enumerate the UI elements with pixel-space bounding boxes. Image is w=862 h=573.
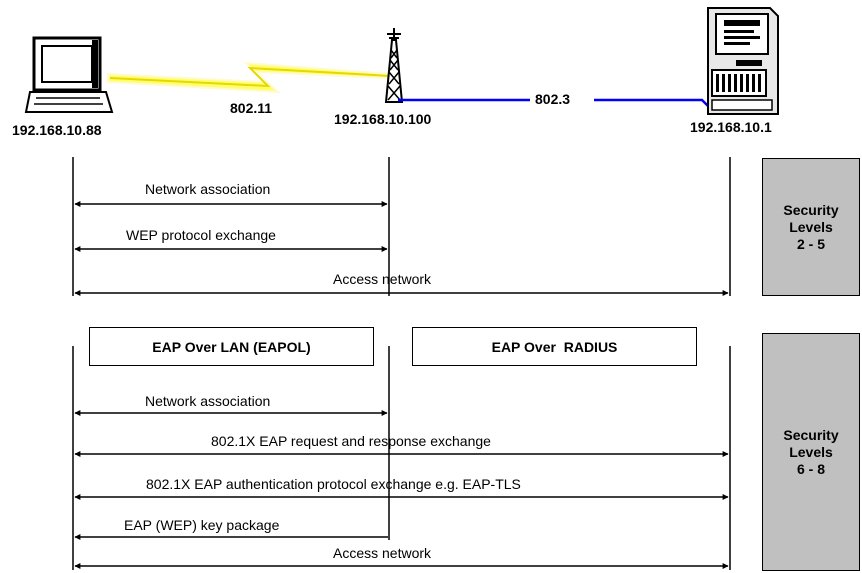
- security-levels-box-1: Security Levels 2 - 5: [762, 158, 860, 296]
- s1-msg-access-network: Access network: [333, 271, 432, 287]
- s2-msg-eap-key-package: EAP (WEP) key package: [124, 517, 280, 533]
- wireless-link-label: 802.11: [230, 100, 272, 116]
- s2-msg-eap-request-response: 802.1X EAP request and response exchange: [211, 433, 491, 449]
- laptop-icon: [24, 36, 114, 113]
- eapol-box: EAP Over LAN (EAPOL): [89, 327, 374, 366]
- wired-link-2: [594, 98, 709, 107]
- s2-msg-network-association: Network association: [145, 393, 270, 409]
- ap-ip-label: 192.168.10.100: [334, 111, 432, 127]
- lifelines-section-2: [72, 346, 731, 570]
- section2-arrows: [74, 410, 729, 569]
- eapol-box-label: EAP Over LAN (EAPOL): [152, 338, 311, 355]
- security-label-2b: Levels: [789, 443, 833, 460]
- s1-msg-network-association: Network association: [145, 181, 270, 197]
- server-ip-label: 192.168.10.1: [690, 119, 772, 135]
- security-label-1a: Security: [783, 201, 839, 218]
- s2-msg-eap-auth-exchange: 802.1X EAP authentication protocol excha…: [146, 476, 521, 492]
- server-icon: [707, 7, 779, 115]
- antenna-tower-icon: [384, 28, 404, 103]
- security-levels-box-2: Security Levels 6 - 8: [762, 333, 860, 571]
- security-label-1c: 2 - 5: [796, 235, 825, 252]
- s1-msg-wep-exchange: WEP protocol exchange: [126, 227, 276, 243]
- client-ip-label: 192.168.10.88: [12, 122, 102, 138]
- s2-msg-access-network: Access network: [333, 545, 432, 561]
- wireless-link: [107, 61, 395, 94]
- eap-radius-box: EAP Over RADIUS: [412, 327, 697, 366]
- lifelines-section-1: [72, 157, 731, 296]
- section1-arrows: [74, 201, 729, 296]
- security-label-2c: 6 - 8: [796, 460, 825, 477]
- wired-link-label: 802.3: [535, 91, 570, 107]
- security-label-2a: Security: [783, 426, 839, 443]
- eap-radius-box-label: EAP Over RADIUS: [491, 338, 618, 355]
- security-label-1b: Levels: [789, 218, 833, 235]
